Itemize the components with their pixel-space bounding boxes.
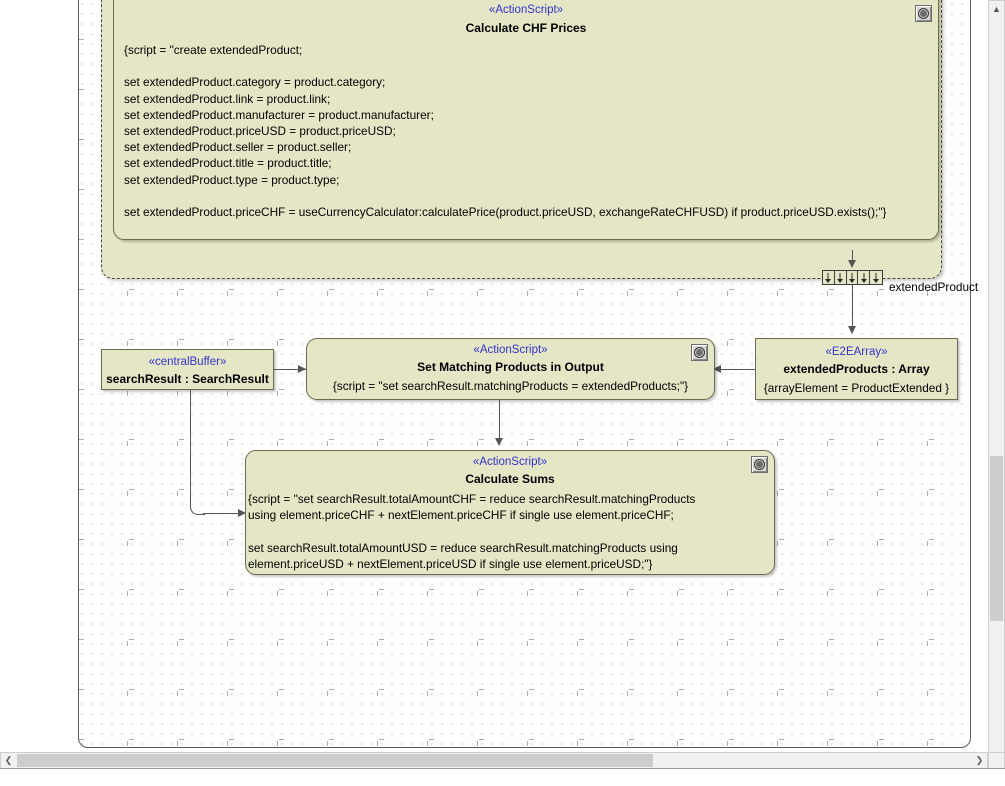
script-icon[interactable]: [751, 456, 768, 473]
node-set-matching-products[interactable]: «ActionScript» Set Matching Products in …: [306, 338, 715, 400]
array-constraint: {arrayElement = ProductExtended }: [763, 381, 950, 395]
stereotype-label: «ActionScript»: [473, 344, 548, 356]
horizontal-scroll-thumb[interactable]: [17, 754, 653, 767]
node-script-body: {script = "set searchResult.matchingProd…: [332, 379, 689, 393]
scroll-up-icon[interactable]: ▲: [989, 1, 1004, 16]
node-calculate-sums[interactable]: «ActionScript» Calculate Sums {script = …: [245, 450, 775, 575]
pin-cell: [835, 271, 847, 284]
arrowhead-buffer-to-set-matching: [298, 365, 306, 373]
status-bar: [0, 768, 1005, 786]
node-search-result-buffer[interactable]: «centralBuffer» searchResult : SearchRes…: [101, 349, 274, 390]
script-icon[interactable]: [915, 5, 932, 22]
connector-pin-to-array: [852, 285, 853, 328]
expansion-node-label: extendedProduct: [889, 280, 979, 294]
scroll-right-icon[interactable]: ❯: [972, 753, 987, 768]
stereotype-label: «centralBuffer»: [148, 356, 227, 368]
arrowhead-pin-to-array: [848, 326, 856, 334]
connector-buffer-to-set-matching: [274, 369, 306, 370]
scroll-left-icon[interactable]: ❮: [1, 753, 16, 768]
stereotype-label: «ActionScript»: [488, 4, 564, 16]
arrowhead-set-matching-to-sums: [495, 438, 503, 446]
node-title: extendedProducts : Array: [783, 362, 930, 376]
connector-buffer-to-sums-vertical: [190, 390, 191, 508]
pin-cell: [823, 271, 835, 284]
diagram-canvas[interactable]: «ActionScript» Calculate CHF Prices {scr…: [0, 0, 988, 752]
stereotype-label: «ActionScript»: [472, 456, 548, 468]
connector-array-to-set-matching: [715, 369, 755, 370]
node-extended-products-array[interactable]: «E2EArray» extendedProducts : Array {arr…: [755, 338, 958, 400]
node-title: Calculate Sums: [465, 472, 555, 486]
node-script-body: {script = "set searchResult.totalAmountC…: [248, 492, 696, 571]
stereotype-label: «E2EArray»: [825, 346, 888, 358]
vertical-scroll-thumb[interactable]: [990, 456, 1003, 621]
horizontal-scrollbar[interactable]: ❮ ❯: [0, 752, 988, 769]
node-calculate-chf-prices[interactable]: «ActionScript» Calculate CHF Prices {scr…: [113, 0, 939, 240]
script-icon[interactable]: [691, 344, 708, 361]
pin-cell: [847, 271, 859, 284]
vertical-scrollbar[interactable]: ▲ ▼: [988, 0, 1005, 769]
node-title: Set Matching Products in Output: [417, 360, 604, 374]
node-title: searchResult : SearchResult: [106, 372, 269, 386]
expansion-node-pin[interactable]: [822, 270, 883, 285]
connector-elbow: [190, 500, 205, 515]
connector-into-pin: [852, 250, 853, 262]
connector-set-matching-to-sums: [499, 400, 500, 440]
pin-cell: [858, 271, 871, 284]
arrowhead-array-to-set-matching: [713, 365, 721, 373]
node-script-body: {script = "create extendedProduct; set e…: [124, 43, 887, 220]
connector-buffer-to-sums-horizontal: [203, 513, 245, 514]
node-title: Calculate CHF Prices: [465, 21, 587, 35]
pin-cell: [870, 271, 882, 284]
arrowhead-into-pin: [848, 260, 856, 268]
scrollbar-corner: [988, 752, 1005, 769]
arrowhead-buffer-to-sums: [238, 509, 246, 517]
